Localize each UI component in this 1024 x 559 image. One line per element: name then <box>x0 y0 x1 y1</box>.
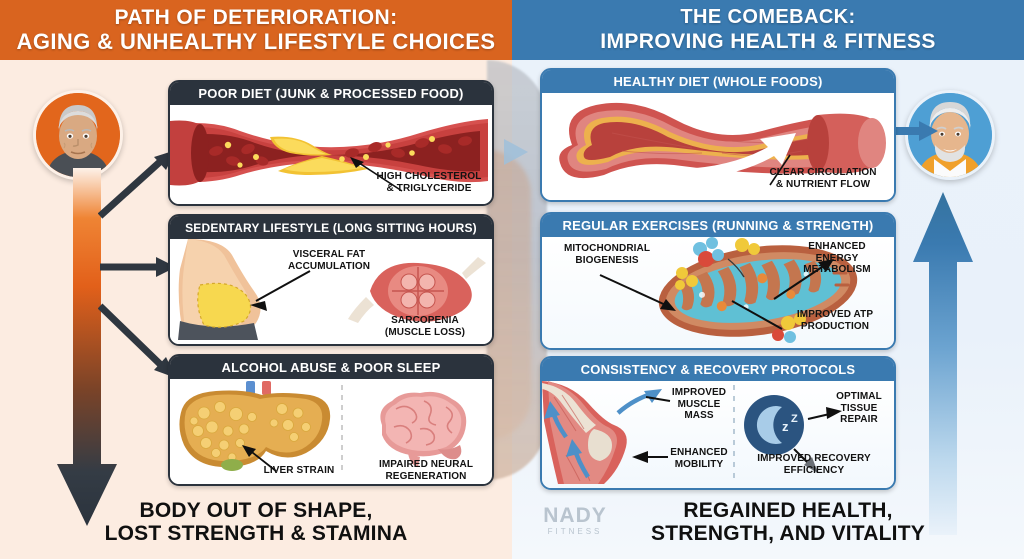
right-footer-line1: REGAINED HEALTH, <box>683 499 893 522</box>
fatty-liver-and-brain-illustration <box>179 381 467 473</box>
deterioration-arrow-down <box>56 168 118 528</box>
panel-sedentary-title: SEDENTARY LIFESTYLE (LONG SITTING HOURS) <box>170 216 492 239</box>
label-enhanced-energy-metabolism: ENHANCED ENERGY METABOLISM <box>803 241 871 275</box>
label-optimal-tissue-repair: OPTIMAL TISSUE REPAIR <box>836 391 882 425</box>
branch-arrow-to-sedentary <box>100 257 176 277</box>
panel-alcohol-body: LIVER STRAIN IMPAIRED NEURAL REGENERATIO… <box>170 379 492 484</box>
left-header-line2: AGING & UNHEALTHY LIFESTYLE CHOICES <box>16 29 496 54</box>
avatar-after <box>905 90 995 180</box>
right-header-line2: IMPROVING HEALTH & FITNESS <box>600 30 936 53</box>
label-mitochondrial-biogenesis: MITOCHONDRIAL BIOGENESIS <box>563 243 651 266</box>
panel-poor-diet-body: HIGH CHOLESTEROL & TRIGLYCERIDE <box>170 105 492 204</box>
avatar-before <box>33 90 123 180</box>
panel-healthy-diet[interactable]: HEALTHY DIET (WHOLE FOODS) <box>540 68 896 202</box>
right-header-banner: THE COMEBACK: IMPROVING HEALTH & FITNESS <box>512 0 1024 60</box>
left-footer-caption: BODY OUT OF SHAPE, LOST STRENGTH & STAMI… <box>0 499 512 545</box>
label-sarcopenia: SARCOPENIA (MUSCLE LOSS) <box>384 315 466 338</box>
panel-consistency-recovery[interactable]: CONSISTENCY & RECOVERY PROTOCOLS <box>540 356 896 490</box>
belly-fat-and-muscle-illustration <box>178 239 486 340</box>
mitochondrion-illustration <box>599 237 858 343</box>
left-header-banner: PATH OF DETERIORATION: AGING & UNHEALTHY… <box>0 0 512 60</box>
panel-alcohol-title: ALCOHOL ABUSE & POOR SLEEP <box>170 356 492 379</box>
brand-logo: NADY FITNESS <box>537 504 613 538</box>
leg-muscle-and-sleep-illustration: z Z <box>542 381 842 484</box>
panel-poor-diet[interactable]: POOR DIET (JUNK & PROCESSED FOOD) <box>168 80 494 206</box>
panel-sedentary-body: VISCERAL FAT ACCUMULATION SARCOPENIA (MU… <box>170 239 492 344</box>
center-transition-shape-inner <box>487 150 531 440</box>
clear-artery-illustration <box>559 102 886 186</box>
label-liver-strain: LIVER STRAIN <box>263 465 335 476</box>
logo-word-fitness: FITNESS <box>547 527 603 536</box>
panel-alcohol-and-sleep[interactable]: ALCOHOL ABUSE & POOR SLEEP <box>168 354 494 486</box>
label-high-cholesterol: HIGH CHOLESTEROL & TRIGLYCERIDE <box>376 171 482 194</box>
panel-recovery-title: CONSISTENCY & RECOVERY PROTOCOLS <box>542 358 894 381</box>
arrow-to-after-avatar <box>893 121 938 141</box>
label-impaired-neural-regeneration: IMPAIRED NEURAL REGENERATION <box>378 459 474 482</box>
label-visceral-fat: VISCERAL FAT ACCUMULATION <box>287 249 371 272</box>
panel-recovery-body: z Z IMPROVED MUSCLE MASS ENHANCED MOBILI <box>542 381 894 488</box>
panel-sedentary-lifestyle[interactable]: SEDENTARY LIFESTYLE (LONG SITTING HOURS) <box>168 214 494 346</box>
panel-healthy-diet-title: HEALTHY DIET (WHOLE FOODS) <box>542 70 894 93</box>
svg-text:z: z <box>782 419 789 434</box>
sleep-moon-icon: z Z <box>744 395 804 455</box>
right-footer-line2: STRENGTH, AND VITALITY <box>651 522 925 545</box>
left-header-line1: PATH OF DETERIORATION: <box>114 6 398 29</box>
label-enhanced-mobility: ENHANCED MOBILITY <box>670 447 728 470</box>
panel-regular-exercises[interactable]: REGULAR EXERCISES (RUNNING & STRENGTH) <box>540 212 896 350</box>
right-header-line1: THE COMEBACK: <box>680 6 856 28</box>
clogged-artery-illustration <box>170 119 488 192</box>
panel-healthy-diet-body: CLEAR CIRCULATION & NUTRIENT FLOW <box>542 93 894 200</box>
label-improved-recovery-efficiency: IMPROVED RECOVERY EFFICIENCY <box>757 453 871 476</box>
molecule-cluster <box>675 237 806 343</box>
panel-poor-diet-title: POOR DIET (JUNK & PROCESSED FOOD) <box>170 82 492 105</box>
label-clear-circulation: CLEAR CIRCULATION & NUTRIENT FLOW <box>769 167 877 190</box>
right-footer-caption: REGAINED HEALTH, STRENGTH, AND VITALITY <box>512 499 1024 545</box>
panel-exercises-body: MITOCHONDRIAL BIOGENESIS ENHANCED ENERGY… <box>542 237 894 348</box>
label-improved-atp-production: IMPROVED ATP PRODUCTION <box>796 309 874 332</box>
label-improved-muscle-mass: IMPROVED MUSCLE MASS <box>671 387 727 421</box>
left-footer-line2: LOST STRENGTH & STAMINA <box>104 522 408 545</box>
branch-arrow-to-poor-diet <box>98 150 176 219</box>
chevron-into-healthy-diet-icon <box>504 139 528 165</box>
svg-text:Z: Z <box>791 413 798 425</box>
panel-exercises-title: REGULAR EXERCISES (RUNNING & STRENGTH) <box>542 214 894 237</box>
branch-arrow-to-alcohol <box>98 303 176 378</box>
logo-word-nady: NADY <box>543 504 607 527</box>
left-footer-line1: BODY OUT OF SHAPE, <box>139 499 373 522</box>
comeback-arrow-up <box>912 190 974 535</box>
